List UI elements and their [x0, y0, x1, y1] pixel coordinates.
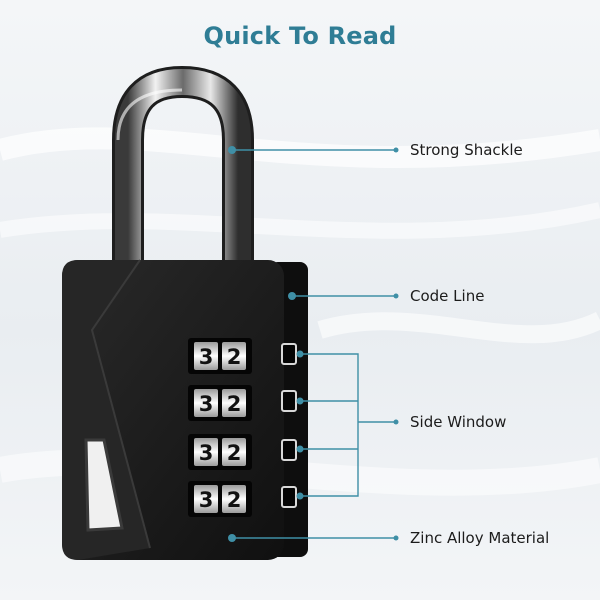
page-title: Quick To Read: [203, 22, 397, 50]
dial-row: 3 2: [188, 481, 252, 517]
side-windows: [281, 343, 297, 508]
dial-digit[interactable]: 3: [199, 488, 214, 512]
dial-digit[interactable]: 3: [199, 441, 214, 465]
leader-lines: [232, 149, 396, 539]
dial-row: 3 2: [188, 338, 252, 374]
callout-code-line: Code Line: [410, 287, 485, 305]
leader-dots: [228, 146, 399, 542]
callout-zinc-alloy: Zinc Alloy Material: [410, 529, 550, 547]
dial-digit[interactable]: 3: [199, 392, 214, 416]
combination-dials: 3 2 3 2 3 2 3 2: [188, 338, 252, 517]
dial-row: 3 2: [188, 434, 252, 470]
dial-digit[interactable]: 2: [227, 345, 242, 369]
dial-digit[interactable]: 2: [227, 392, 242, 416]
dial-digit[interactable]: 2: [227, 488, 242, 512]
dial-digit[interactable]: 3: [199, 345, 214, 369]
dial-digit[interactable]: 2: [227, 441, 242, 465]
shackle: [112, 65, 254, 275]
lock-body: [62, 259, 308, 560]
callout-side-window: Side Window: [410, 413, 507, 431]
dial-row: 3 2: [188, 385, 252, 421]
callout-strong-shackle: Strong Shackle: [410, 141, 523, 159]
